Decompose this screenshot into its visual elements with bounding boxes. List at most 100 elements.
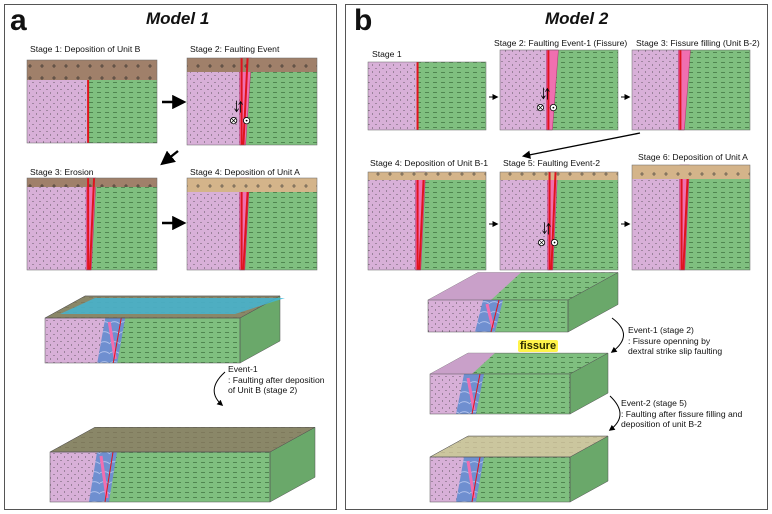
fissure-label: fissure <box>518 340 559 352</box>
panel-b-stage-4-block-granite <box>368 172 418 270</box>
panel-b-stage-3-block <box>631 49 751 131</box>
panel-a-title: Model 1 <box>146 9 210 28</box>
panel-b-stage-5-block-granite <box>500 172 550 270</box>
panel-a-stage-2-block <box>186 57 318 146</box>
panel-b-stage-4-label: Stage 4: Deposition of Unit B-1 <box>370 158 488 168</box>
panel-a-block-top-front-green <box>113 318 240 363</box>
panel-b-block-middle-fault-trace <box>471 373 481 415</box>
panel-a-event-arrow <box>213 371 226 406</box>
panel-b-stage-6-block-frame <box>631 164 751 271</box>
panel-b-stage-1-block-green-unit <box>417 62 486 130</box>
panel-a-event-1: Event-1 : Faulting after deposition of U… <box>228 364 325 396</box>
panel-a-block-top-pink-vein <box>107 321 117 360</box>
panel-a-stage-3-block <box>26 177 158 271</box>
panel-a-stage-4-block-fault-2 <box>242 191 249 271</box>
panel-b-event-2-title: Event-2 (stage 5) <box>621 398 687 408</box>
panel-b-block-bottom-pink-vein <box>466 460 476 499</box>
panel-b-event-1: Event-1 (stage 2) : Fissure openning by … <box>628 325 722 357</box>
panel-a-stage-4-block-green-unit <box>241 178 317 270</box>
panel-a-stage-3-block-frame <box>26 177 158 271</box>
panel-b-stage-1-label: Stage 1 <box>372 49 402 59</box>
panel-a-block-bottom-pink-vein <box>99 455 109 499</box>
panel-a-event-1-title: Event-1 <box>228 364 258 374</box>
panel-b-stage-2-block-slip-dot <box>552 106 555 109</box>
panel-a-stage-1-label: Stage 1: Deposition of Unit B <box>30 44 141 54</box>
panel-a-block-bottom-fault-trace <box>104 451 114 503</box>
panel-b-stage-2-block-slip-arrows <box>541 87 550 100</box>
panel-a-stage-3-block-green-unit <box>88 178 157 270</box>
panel-b-stage-2-block-green-unit <box>548 50 618 130</box>
panel-b-block-middle-top-face-left <box>430 353 495 374</box>
panel-b-stage-3-block-frame <box>631 49 751 131</box>
panel-a-stage-2-block-slip-dot <box>245 119 248 122</box>
panel-b-stage-4-block-green-unit <box>417 172 486 270</box>
panel-b-event-1-desc-1: : Fissure openning by <box>628 335 711 346</box>
panel-b-title: Model 2 <box>545 9 609 28</box>
panel-a-block-bottom-front-frame <box>49 451 271 503</box>
panel-b-block-bottom-front-frame <box>429 456 571 503</box>
panel-b-block-middle <box>429 352 609 415</box>
panel-b-stage-5-block-slip-dot <box>553 241 556 244</box>
panel-b-event-1-arrow <box>610 317 624 353</box>
panel-b-block-middle-front-frame <box>429 373 571 415</box>
panel-b-event-1-desc-2: dextral strike slip faulting <box>628 346 723 357</box>
panel-b-stage-6-block-green-unit <box>681 165 750 270</box>
panel-b-stage-5-block-green-unit <box>549 172 618 270</box>
panel-a-block-top-front-frame <box>44 317 241 364</box>
panel-b-stage-5-block-slip-arrows <box>542 222 551 235</box>
panel-b-block-middle-pink-vein <box>466 377 476 411</box>
panel-b-block-top-front-frame <box>427 299 569 333</box>
panel-b-block-top-top-face-left <box>428 272 521 300</box>
panel-a-stage-1-block-frame <box>26 59 158 144</box>
panel-a-stage-3-label: Stage 3: Erosion <box>30 167 94 177</box>
panel-a-arrow-stage2-to-stage3 <box>160 150 179 166</box>
panel-a-event-1-desc-1: : Faulting after deposition <box>228 374 325 385</box>
panel-b-stage-1-block-granite <box>368 62 418 130</box>
panel-a-stage-2-block-green-unit <box>241 58 317 145</box>
panel-b-stage-3-label: Stage 3: Fissure filling (Unit B-2) <box>636 38 760 48</box>
panel-b-stage-4-block-cover-unit <box>368 172 486 180</box>
panel-b-event-1-title: Event-1 (stage 2) <box>628 325 694 335</box>
panel-a-block-bottom-cover-slab <box>49 427 316 453</box>
panel-b-block-top-fault-trace <box>490 299 500 333</box>
panel-b-stage-3-block-granite <box>632 50 681 130</box>
panel-b-stage-5-block-fault-2 <box>550 171 557 271</box>
panel-a-stage-2-block-frame <box>186 57 318 146</box>
panel-b-stage-1-block <box>367 61 487 131</box>
panel-a-stage-2-block-fault-2 <box>242 57 249 146</box>
panel-a-stage-2-label: Stage 2: Faulting Event <box>190 44 280 54</box>
panel-a-block-bottom <box>49 426 316 503</box>
panel-b-stage-5-block-cover-unit <box>500 172 618 180</box>
panel-b-stage-6-block <box>631 164 751 271</box>
panel-b-block-bottom <box>429 435 609 503</box>
panel-b-stage-2-block <box>499 49 619 131</box>
panel-b-letter: b <box>354 4 373 37</box>
panel-b-event-2-arrow <box>608 395 621 431</box>
panel-b-stage-5-block <box>499 171 619 271</box>
panel-a-stage-4-block <box>186 177 318 271</box>
panel-b-stage-4-block-fault-2 <box>418 179 425 271</box>
panel-b-stage-2-block-slip-cross <box>538 105 543 110</box>
panel-b-stage-1-block-frame <box>367 61 487 131</box>
panel-b-stage-5-block-frame <box>499 171 619 271</box>
panel-a-stage-3-block-cover-unit <box>27 178 157 187</box>
panel-b-block-bottom-front-green <box>472 457 570 502</box>
panel-b-stage-6-block-fault-2 <box>682 178 689 271</box>
panel-b-stage-2-block-granite <box>500 50 549 130</box>
panel-b-stage-4-block <box>367 171 487 271</box>
panel-b-block-top-pink-vein <box>485 303 495 329</box>
panel-b-stage-3-block-green-unit <box>680 50 750 130</box>
panel-b-block-top-front-green <box>491 300 568 332</box>
panel-a-event-1-desc-2: of Unit B (stage 2) <box>228 385 298 396</box>
panel-a-stage-3-block-granite <box>27 178 89 270</box>
panel-b-event-2-desc-2: deposition of unit B-2 <box>621 419 702 430</box>
panel-a-block-top-fault-trace <box>112 317 122 364</box>
panel-a-stage-1-block <box>26 59 158 144</box>
panel-b-block-bottom-fault-trace <box>471 456 481 503</box>
panel-b-stage-2-label: Stage 2: Faulting Event-1 (Fissure) <box>494 38 628 48</box>
panel-a-stage-1-block-cover-unit <box>27 60 157 80</box>
panel-b-stage-4-block-frame <box>367 171 487 271</box>
panel-a-stage-4-label: Stage 4: Deposition of Unit A <box>190 167 300 177</box>
panel-a-stage-2-block-slip-arrows <box>234 100 243 113</box>
panel-b-stage-6-label: Stage 6: Deposition of Unit A <box>638 152 748 162</box>
